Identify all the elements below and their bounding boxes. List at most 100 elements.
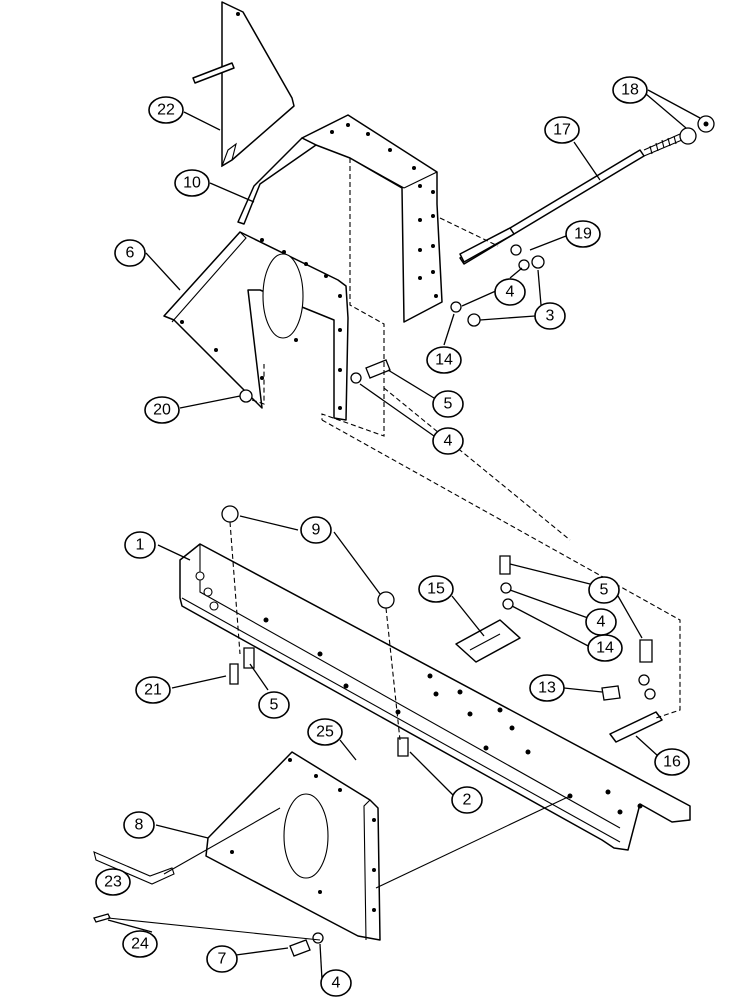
- callout-label: 8: [135, 817, 144, 834]
- part-8-plate: [205, 751, 381, 941]
- callout-layer: 1234444555678910131414151617181920212223…: [95, 76, 690, 997]
- callout-label: 22: [157, 102, 175, 119]
- callout-ring: [432, 390, 464, 418]
- callout-18: 18: [612, 76, 648, 104]
- part-15-bracket: [455, 619, 521, 663]
- callout-4: 4: [320, 969, 352, 997]
- part-16-bracket: [609, 711, 663, 743]
- callout-ring: [320, 969, 352, 997]
- callout-label: 10: [183, 175, 201, 192]
- callout-label: 18: [621, 82, 639, 99]
- callout-label: 24: [131, 936, 149, 953]
- callout-ring: [123, 811, 155, 839]
- callout-ring: [114, 239, 146, 267]
- callout-ring: [300, 516, 332, 544]
- callout-5: 5: [588, 576, 620, 604]
- callout-label: 7: [218, 951, 227, 968]
- callout-label: 1: [136, 537, 145, 554]
- callout-ring: [122, 930, 158, 958]
- callout-ring: [612, 76, 648, 104]
- callout-4: 4: [494, 278, 526, 306]
- callout-23: 23: [95, 868, 131, 896]
- callout-ring: [426, 346, 462, 374]
- callout-ring: [494, 278, 526, 306]
- callout-label: 5: [444, 396, 453, 413]
- callout-16: 16: [654, 748, 690, 776]
- callout-14: 14: [587, 634, 623, 662]
- callout-14: 14: [426, 346, 462, 374]
- callout-ring: [587, 634, 623, 662]
- connector-lines: [107, 795, 571, 941]
- callout-8: 8: [123, 811, 155, 839]
- callout-ring: [206, 945, 238, 973]
- callout-label: 5: [600, 582, 609, 599]
- callout-label: 2: [463, 792, 472, 809]
- callout-label: 5: [270, 697, 279, 714]
- callout-2: 2: [451, 786, 483, 814]
- callout-22: 22: [148, 96, 184, 124]
- callout-ring: [307, 718, 343, 746]
- callout-label: 4: [597, 614, 606, 631]
- leader-lines: [107, 89, 701, 981]
- callout-ring: [534, 302, 566, 330]
- callout-label: 16: [663, 754, 681, 771]
- part-10-channel: [237, 114, 443, 323]
- callout-13: 13: [529, 674, 565, 702]
- callout-ring: [418, 575, 454, 603]
- callout-15: 15: [418, 575, 454, 603]
- callout-ring: [565, 220, 601, 248]
- hardware-group-bottom: [93, 913, 324, 957]
- callout-20: 20: [144, 396, 180, 424]
- callout-ring: [135, 676, 171, 704]
- callout-label: 4: [444, 433, 453, 450]
- callout-10: 10: [174, 169, 210, 197]
- part-17-rod: [459, 133, 683, 265]
- part-23-lever: [93, 851, 175, 885]
- part-1-main-channel: [179, 543, 691, 851]
- callout-4: 4: [432, 427, 464, 455]
- callout-label: 20: [153, 402, 171, 419]
- callout-25: 25: [307, 718, 343, 746]
- callout-ring: [654, 748, 690, 776]
- callout-5: 5: [432, 390, 464, 418]
- callout-9: 9: [300, 516, 332, 544]
- hardware-group-lower: [229, 555, 656, 757]
- callout-ring: [544, 116, 580, 144]
- callout-label: 6: [126, 245, 135, 262]
- callout-ring: [124, 531, 156, 559]
- part-6-plate: [163, 231, 349, 421]
- callout-label: 13: [538, 680, 556, 697]
- callout-5: 5: [258, 691, 290, 719]
- callout-19: 19: [565, 220, 601, 248]
- callout-label: 17: [553, 122, 571, 139]
- part-9-nuts: [221, 505, 395, 609]
- callout-label: 9: [312, 522, 321, 539]
- callout-ring: [529, 674, 565, 702]
- callout-label: 4: [506, 284, 515, 301]
- callout-label: 14: [435, 352, 453, 369]
- callout-ring: [451, 786, 483, 814]
- callout-3: 3: [534, 302, 566, 330]
- callout-label: 15: [427, 581, 445, 598]
- callout-label: 21: [144, 682, 162, 699]
- part-18-nuts: [679, 115, 715, 145]
- callout-label: 3: [546, 308, 555, 325]
- callout-ring: [148, 96, 184, 124]
- callout-17: 17: [544, 116, 580, 144]
- alignment-lines: [229, 158, 681, 741]
- callout-4: 4: [585, 608, 617, 636]
- callout-ring: [174, 169, 210, 197]
- callout-label: 23: [104, 874, 122, 891]
- callout-ring: [588, 576, 620, 604]
- callout-ring: [144, 396, 180, 424]
- callout-1: 1: [124, 531, 156, 559]
- part-22-bracket: [192, 1, 295, 168]
- callout-label: 14: [596, 640, 614, 657]
- callout-ring: [95, 868, 131, 896]
- callout-21: 21: [135, 676, 171, 704]
- hardware-group-upper: [239, 244, 545, 403]
- callout-label: 25: [316, 724, 334, 741]
- callout-label: 4: [332, 975, 341, 992]
- callout-ring: [432, 427, 464, 455]
